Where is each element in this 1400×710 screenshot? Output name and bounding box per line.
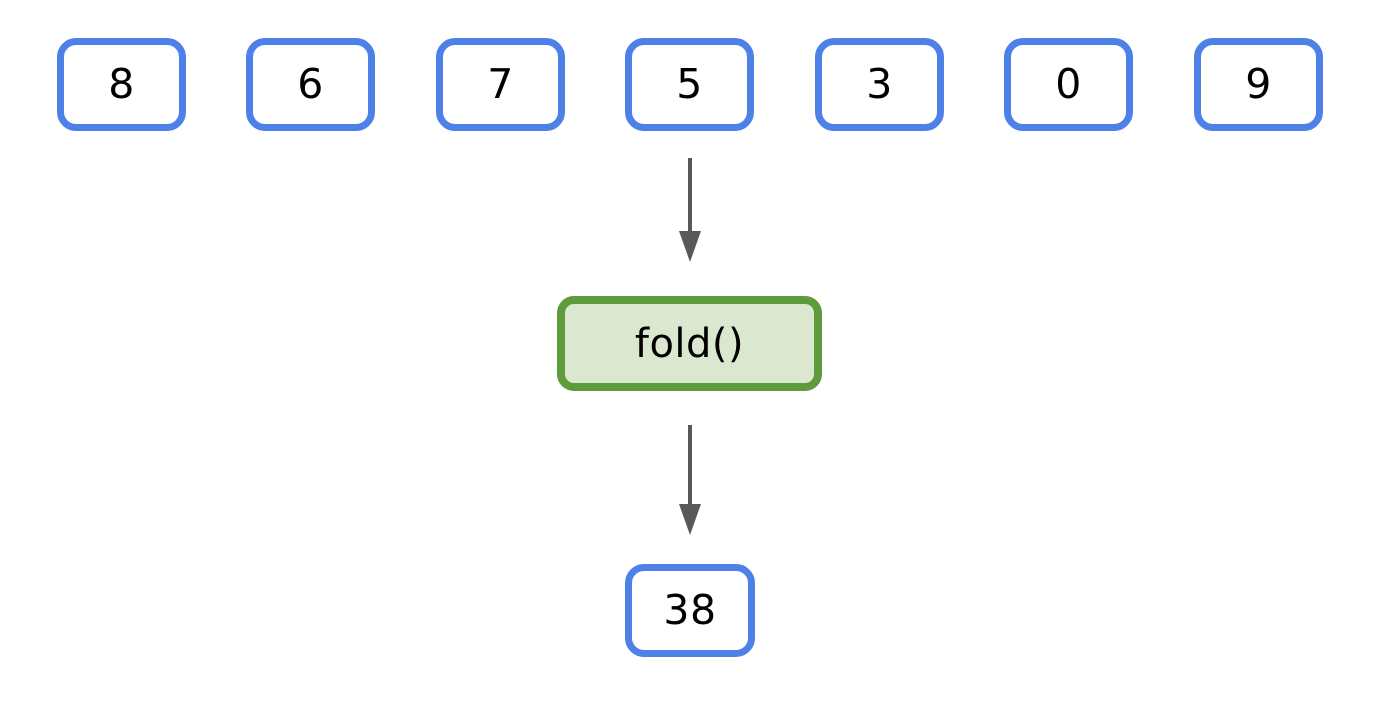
input-cell-4[interactable]: 3 (815, 38, 944, 131)
result-cell-label: 38 (663, 586, 717, 634)
input-cell-3[interactable]: 5 (625, 38, 754, 131)
input-cell-label: 6 (297, 60, 324, 108)
input-cell-1[interactable]: 6 (246, 38, 375, 131)
result-cell[interactable]: 38 (625, 564, 755, 657)
input-cell-label: 0 (1055, 60, 1082, 108)
input-cell-label: 7 (487, 60, 514, 108)
fold-operation-label: fold() (634, 320, 745, 367)
fold-operation-box[interactable]: fold() (557, 296, 822, 391)
input-cell-6[interactable]: 9 (1194, 38, 1323, 131)
arrow-head (679, 504, 701, 535)
input-cell-label: 5 (676, 60, 703, 108)
input-cell-label: 3 (866, 60, 893, 108)
input-cell-0[interactable]: 8 (57, 38, 186, 131)
arrow-head (679, 231, 701, 262)
input-cell-label: 9 (1245, 60, 1272, 108)
input-cell-label: 8 (108, 60, 135, 108)
input-cell-5[interactable]: 0 (1004, 38, 1133, 131)
input-cell-2[interactable]: 7 (436, 38, 565, 131)
